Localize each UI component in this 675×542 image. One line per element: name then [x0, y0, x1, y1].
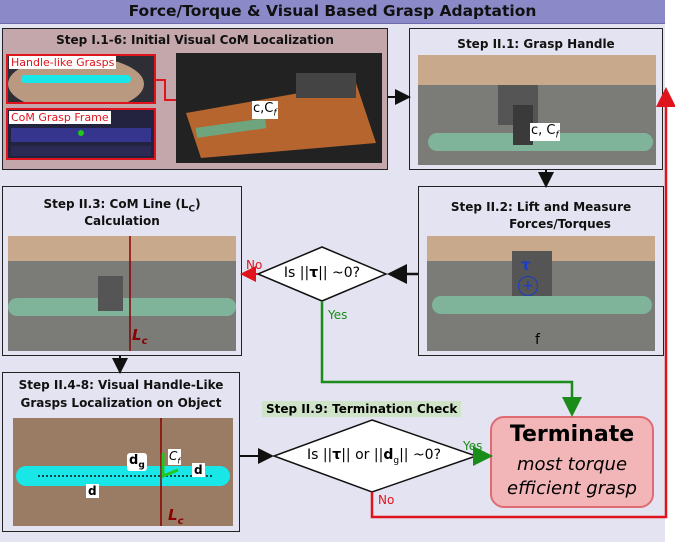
inset-com-frame-border: [6, 108, 156, 160]
step-2-3-line-label: Lc: [132, 326, 148, 347]
step-2-9-label: Step II.9: Termination Check: [262, 401, 462, 417]
decision-torque-text: Is ||τ|| ~0?: [283, 265, 361, 281]
step-2-1-image: [418, 55, 656, 165]
decision-term-yes-label: Yes: [463, 439, 483, 453]
terminate-line-2: efficient grasp: [507, 478, 637, 499]
decision-torque-no-label: No: [246, 258, 263, 272]
step-2-2-label-line2: Forces/Torques: [509, 217, 611, 231]
step-2-1-label: Step II.1: Grasp Handle: [457, 37, 615, 51]
step-1-frame-label: c,Cf: [252, 101, 278, 119]
decision-torque-yes-label: Yes: [328, 308, 348, 322]
terminate-line-1: most torque: [516, 454, 628, 475]
inset-handle-grasps-label: Handle-like Grasps: [9, 56, 117, 69]
torque-symbol-icon: +: [518, 276, 538, 296]
step-2-1-frame-label: c, Cf: [530, 123, 560, 141]
step-2-3-image: [8, 236, 236, 351]
title-bar: [0, 0, 665, 24]
step-2-3-label-line1: Step II.3: CoM Line (LC): [43, 197, 201, 215]
d-label-bottom: d: [86, 484, 99, 498]
step-2-3-label-line2: Calculation: [84, 214, 160, 228]
terminate-title: Terminate: [509, 422, 635, 447]
diagram-title: Force/Torque & Visual Based Grasp Adapta…: [128, 2, 537, 20]
step-1-scene-image: [176, 53, 382, 163]
decision-term-text: Is ||τ|| or ||dg|| ~0?: [306, 447, 442, 466]
cf-label: Cf: [168, 449, 182, 466]
decision-term-no-label: No: [378, 493, 395, 507]
inset-com-frame-label: CoM Grasp Frame: [9, 111, 111, 124]
d-label-right: d: [192, 463, 205, 477]
step-2-2-label-line1: Step II.2: Lift and Measure: [450, 200, 632, 214]
inset-handle-grasps-frame: [6, 54, 156, 104]
step-1-label: Step I.1-6: Initial Visual CoM Localizat…: [56, 33, 334, 47]
step-2-4-label-line1: Step II.4-8: Visual Handle-Like: [18, 378, 224, 392]
force-label: f: [535, 332, 540, 348]
step-2-2-image: [427, 236, 655, 351]
step-2-4-label-line2: Grasps Localization on Object: [20, 396, 222, 410]
step-2-4-line-label: Lc: [168, 506, 184, 527]
tau-label: τ: [521, 256, 531, 274]
step-2-4-image: [13, 418, 233, 526]
dg-label: dg: [127, 453, 147, 471]
